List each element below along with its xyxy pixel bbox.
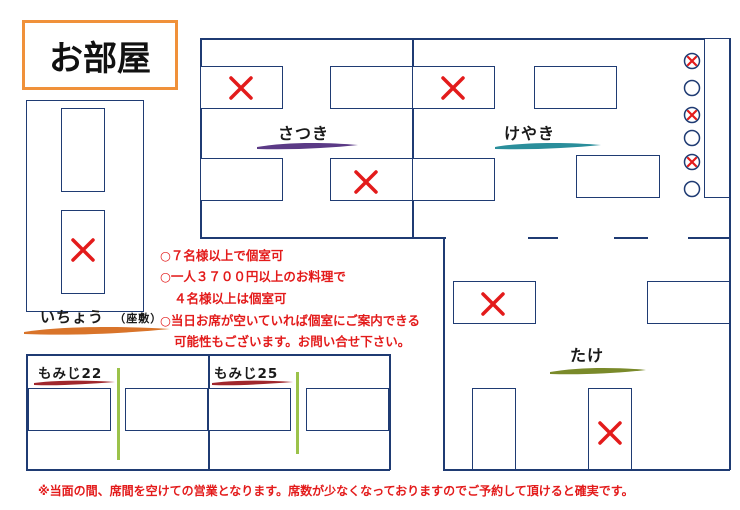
momiji25-table-2[interactable]	[306, 388, 389, 431]
note-line-5: 可能性もございます。お問い合せ下さい。	[174, 334, 411, 349]
keyaki-wall	[729, 38, 731, 470]
x-mark-icon	[598, 421, 622, 445]
x-mark-icon	[354, 170, 378, 194]
take-table-3[interactable]	[472, 388, 516, 470]
take-wall	[443, 237, 445, 470]
take-wall	[443, 469, 730, 471]
brush-take	[550, 367, 646, 375]
satsuki-wall	[200, 38, 202, 238]
partition	[614, 237, 648, 239]
momiji22-table-1[interactable]	[28, 388, 111, 431]
momiji-wall	[26, 354, 28, 470]
take-table-2[interactable]	[647, 281, 730, 324]
room-label-momiji25: もみじ25	[214, 366, 279, 382]
room-label-take: たけ	[570, 346, 605, 365]
satsuki-wall	[200, 38, 413, 40]
note-line-2: ○一人３７００円以上のお料理で	[160, 269, 346, 284]
partition	[688, 237, 730, 239]
momiji22-table-2[interactable]	[125, 388, 208, 431]
note-line-3: ４名様以上は個室可	[174, 291, 287, 306]
ichou-table-1[interactable]	[61, 108, 105, 192]
x-mark-icon	[71, 238, 95, 262]
satsuki-table-2[interactable]	[330, 66, 413, 109]
momiji-wall	[389, 354, 391, 470]
room-label-satsuki: さつき	[278, 124, 330, 143]
brush-ichou	[24, 327, 170, 335]
take-table-1[interactable]	[453, 281, 536, 324]
keyaki-wall	[412, 38, 730, 40]
room-label-keyaki: けやき	[504, 124, 556, 143]
bamboo-divider	[117, 368, 120, 460]
brush-momiji25	[212, 380, 293, 386]
momiji25-table-1[interactable]	[208, 388, 291, 431]
x-mark-icon	[229, 76, 253, 100]
room-divider	[412, 38, 414, 238]
take-table-4[interactable]	[588, 388, 632, 470]
bamboo-divider	[296, 372, 299, 454]
room-label-ichou: いちょう （座敷）	[40, 306, 162, 327]
brush-satsuki	[257, 142, 358, 150]
footer-notice: ※当面の間、席間を空けての営業となります。席数が少なくなっておりますのでご予約し…	[38, 484, 634, 498]
brush-momiji22	[34, 380, 115, 386]
room-label-ichou-sub: （座敷）	[114, 312, 163, 325]
satsuki-table-4[interactable]	[330, 158, 413, 201]
room-label-ichou-main: いちょう	[40, 308, 105, 326]
room-label-momiji22: もみじ22	[38, 366, 103, 382]
keyaki-table-3[interactable]	[412, 158, 495, 201]
x-mark-icon	[441, 76, 465, 100]
satsuki-wall	[200, 237, 413, 239]
brush-keyaki	[495, 142, 601, 150]
satsuki-table-3[interactable]	[200, 158, 283, 201]
counter-table[interactable]	[704, 38, 730, 198]
note-line-1: ○７名様以上で個室可	[160, 248, 284, 263]
partition	[412, 237, 446, 239]
keyaki-table-4[interactable]	[576, 155, 660, 198]
note-line-4: ○当日お席が空いていれば個室にご案内できる	[160, 313, 421, 328]
keyaki-table-2[interactable]	[534, 66, 617, 109]
x-mark-icon	[481, 292, 505, 316]
partition	[528, 237, 558, 239]
counter-seats	[683, 52, 701, 198]
page-title: お部屋	[22, 20, 178, 90]
